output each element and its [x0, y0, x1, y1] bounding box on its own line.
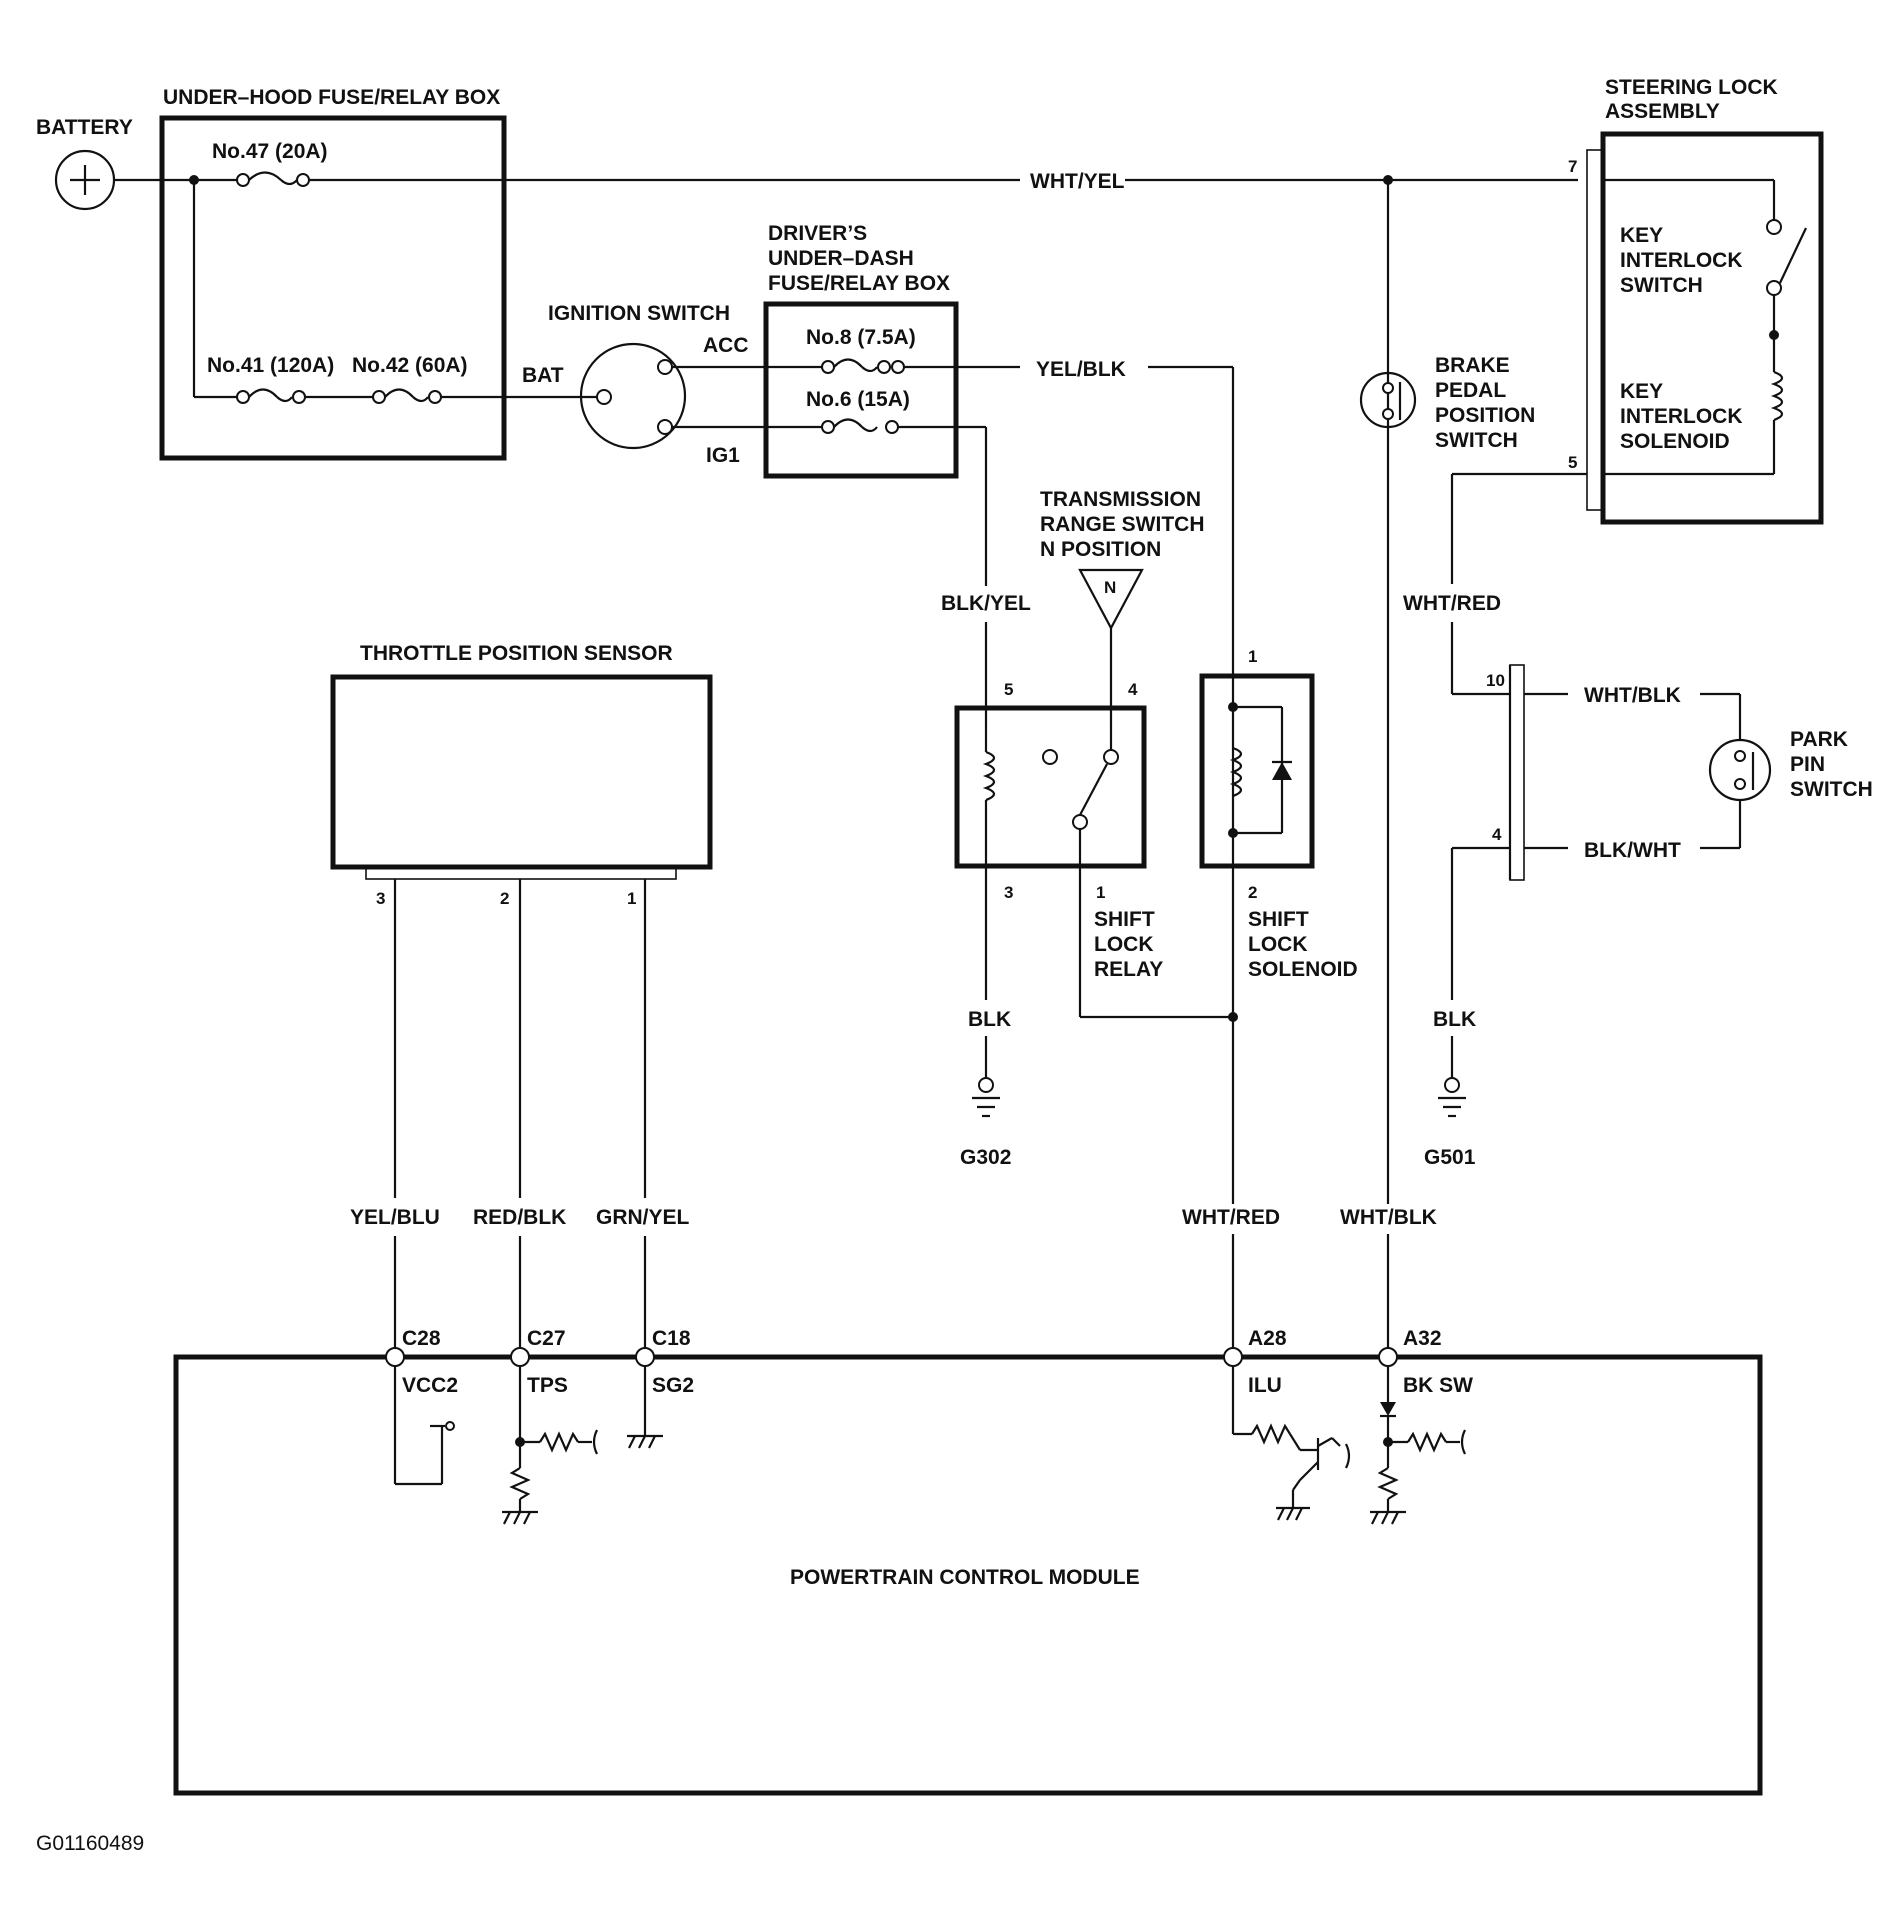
pcm-label: POWERTRAIN CONTROL MODULE [790, 1566, 1140, 1589]
steering-lock-label-2: ASSEMBLY [1605, 100, 1720, 123]
fuse-47-label: No.47 (20A) [212, 140, 328, 163]
underdash-label-2: UNDER–DASH [768, 247, 914, 270]
pcm-c27: C27 [527, 1327, 566, 1350]
solenoid-pin-2: 2 [1248, 883, 1257, 902]
key-solenoid-label-3: SOLENOID [1620, 430, 1730, 453]
steering-lock-assembly: STEERING LOCK ASSEMBLY 7 5 KEY INTERLOCK… [1568, 76, 1824, 525]
wire-wht-yel: WHT/YEL [114, 170, 1578, 193]
underhood-internal-wiring [192, 180, 604, 404]
brake-pedal-position-switch: BRAKE PEDAL POSITION SWITCH [1359, 180, 1535, 1357]
shift-lock-solenoid-label-2: LOCK [1248, 933, 1308, 956]
park-pin-10: 10 [1486, 671, 1505, 690]
underdash-label-3: FUSE/RELAY BOX [768, 272, 950, 295]
battery-label: BATTERY [36, 116, 133, 139]
key-solenoid-label-2: INTERLOCK [1620, 405, 1743, 428]
underhood-box-label: UNDER–HOOD FUSE/RELAY BOX [163, 86, 500, 109]
pcm-ilu: ILU [1248, 1374, 1282, 1397]
figure-id: G01160489 [36, 1832, 144, 1855]
powertrain-control-module: POWERTRAIN CONTROL MODULE C28 C27 C18 A2… [173, 1327, 1763, 1796]
ignition-acc-label: ACC [703, 334, 749, 357]
pcm-sg2: SG2 [652, 1374, 694, 1397]
tps-pin-1: 1 [627, 889, 636, 908]
fuse-42-label: No.42 (60A) [352, 354, 468, 377]
pcm-a32: A32 [1403, 1327, 1442, 1350]
shift-lock-relay-label-2: LOCK [1094, 933, 1154, 956]
wire-wht-red-pcm-label: WHT/RED [1182, 1206, 1280, 1229]
trans-range-label-1: TRANSMISSION [1040, 488, 1201, 511]
ignition-bat-label: BAT [522, 364, 564, 387]
brake-switch-label-1: BRAKE [1435, 354, 1510, 377]
wire-blk-g302-label: BLK [968, 1008, 1011, 1031]
underdash-label-1: DRIVER’S [768, 222, 867, 245]
relay-pin-5: 5 [1004, 680, 1013, 699]
trans-n-marker: N [1104, 578, 1116, 597]
wire-blk-yel-label: BLK/YEL [941, 592, 1031, 615]
ground-g501-label: G501 [1424, 1146, 1476, 1169]
pcm-tps: TPS [527, 1374, 568, 1397]
wire-wht-red-top: WHT/RED [1403, 472, 1587, 696]
steering-pin-7: 7 [1568, 157, 1577, 176]
fuse-8-label: No.8 (7.5A) [806, 326, 916, 349]
shift-lock-solenoid: 1 2 SHIFT LOCK SOLENOID [1199, 647, 1358, 981]
park-pin-label-1: PARK [1790, 728, 1848, 751]
battery: BATTERY [36, 116, 133, 211]
tps-pin-3: 3 [376, 889, 385, 908]
pcm-bksw: BK SW [1403, 1374, 1473, 1397]
brake-switch-label-3: POSITION [1435, 404, 1535, 427]
shift-lock-relay-label-3: RELAY [1094, 958, 1163, 981]
ignition-switch-label: IGNITION SWITCH [548, 302, 730, 325]
shift-lock-relay: 5 4 3 1 SHIFT LOCK RELAY BLK G302 [954, 680, 1238, 1169]
throttle-position-sensor: THROTTLE POSITION SENSOR 3 2 1 YEL/BLU R… [330, 642, 713, 1351]
ignition-ig1-label: IG1 [706, 444, 740, 467]
pcm-c18: C18 [652, 1327, 691, 1350]
brake-switch-label-2: PEDAL [1435, 379, 1506, 402]
wire-yel-blk-label: YEL/BLK [1036, 358, 1126, 381]
ignition-switch: IGNITION SWITCH BAT ACC IG1 [522, 302, 749, 467]
wire-blk-wht-park-label: BLK/WHT [1584, 839, 1681, 862]
wire-wht-red-top-label: WHT/RED [1403, 592, 1501, 615]
brake-switch-label-4: SWITCH [1435, 429, 1518, 452]
wire-yel-blu-label: YEL/BLU [350, 1206, 440, 1229]
wire-wht-blk-pcm-label: WHT/BLK [1340, 1206, 1437, 1229]
underhood-fuse-relay-box: UNDER–HOOD FUSE/RELAY BOX No.47 (20A) No… [159, 86, 507, 461]
relay-pin-1: 1 [1096, 883, 1105, 902]
key-switch-label-1: KEY [1620, 224, 1663, 247]
wire-red-blk-label: RED/BLK [473, 1206, 566, 1229]
tps-label: THROTTLE POSITION SENSOR [360, 642, 673, 665]
trans-range-label-3: N POSITION [1040, 538, 1161, 561]
fuse-41-label: No.41 (120A) [207, 354, 334, 377]
pcm-c28: C28 [402, 1327, 441, 1350]
relay-pin-4: 4 [1128, 680, 1138, 699]
ground-g302-label: G302 [960, 1146, 1011, 1169]
relay-pin-3: 3 [1004, 883, 1013, 902]
park-pin-label-3: SWITCH [1790, 778, 1873, 801]
wire-grn-yel-label: GRN/YEL [596, 1206, 690, 1229]
steering-lock-label-1: STEERING LOCK [1605, 76, 1778, 99]
underdash-fuse-relay-box: DRIVER’S UNDER–DASH FUSE/RELAY BOX No.8 … [672, 222, 1235, 1357]
tps-pin-2: 2 [500, 889, 509, 908]
solenoid-pin-1: 1 [1248, 647, 1257, 666]
wire-wht-yel-label: WHT/YEL [1030, 170, 1125, 193]
wire-wht-blk-park-label: WHT/BLK [1584, 684, 1681, 707]
park-pin-switch: 10 4 WHT/BLK BLK/WHT PARK PIN SWITCH BLK… [1424, 664, 1873, 1169]
fuse-6-label: No.6 (15A) [806, 388, 910, 411]
park-pin-4: 4 [1492, 825, 1502, 844]
key-switch-label-3: SWITCH [1620, 274, 1703, 297]
pcm-input-wires: WHT/RED WHT/BLK [1178, 1204, 1438, 1234]
transmission-range-switch: TRANSMISSION RANGE SWITCH N POSITION N [1040, 488, 1205, 732]
steering-pin-5: 5 [1568, 453, 1577, 472]
key-solenoid-label-1: KEY [1620, 380, 1663, 403]
pcm-a28: A28 [1248, 1327, 1287, 1350]
pcm-vcc2: VCC2 [402, 1374, 458, 1397]
park-pin-label-2: PIN [1790, 753, 1825, 776]
trans-range-label-2: RANGE SWITCH [1040, 513, 1205, 536]
key-switch-label-2: INTERLOCK [1620, 249, 1743, 272]
shift-lock-solenoid-label-3: SOLENOID [1248, 958, 1358, 981]
wire-blk-g501-label: BLK [1433, 1008, 1476, 1031]
shift-lock-relay-label-1: SHIFT [1094, 908, 1155, 931]
shift-lock-solenoid-label-1: SHIFT [1248, 908, 1309, 931]
